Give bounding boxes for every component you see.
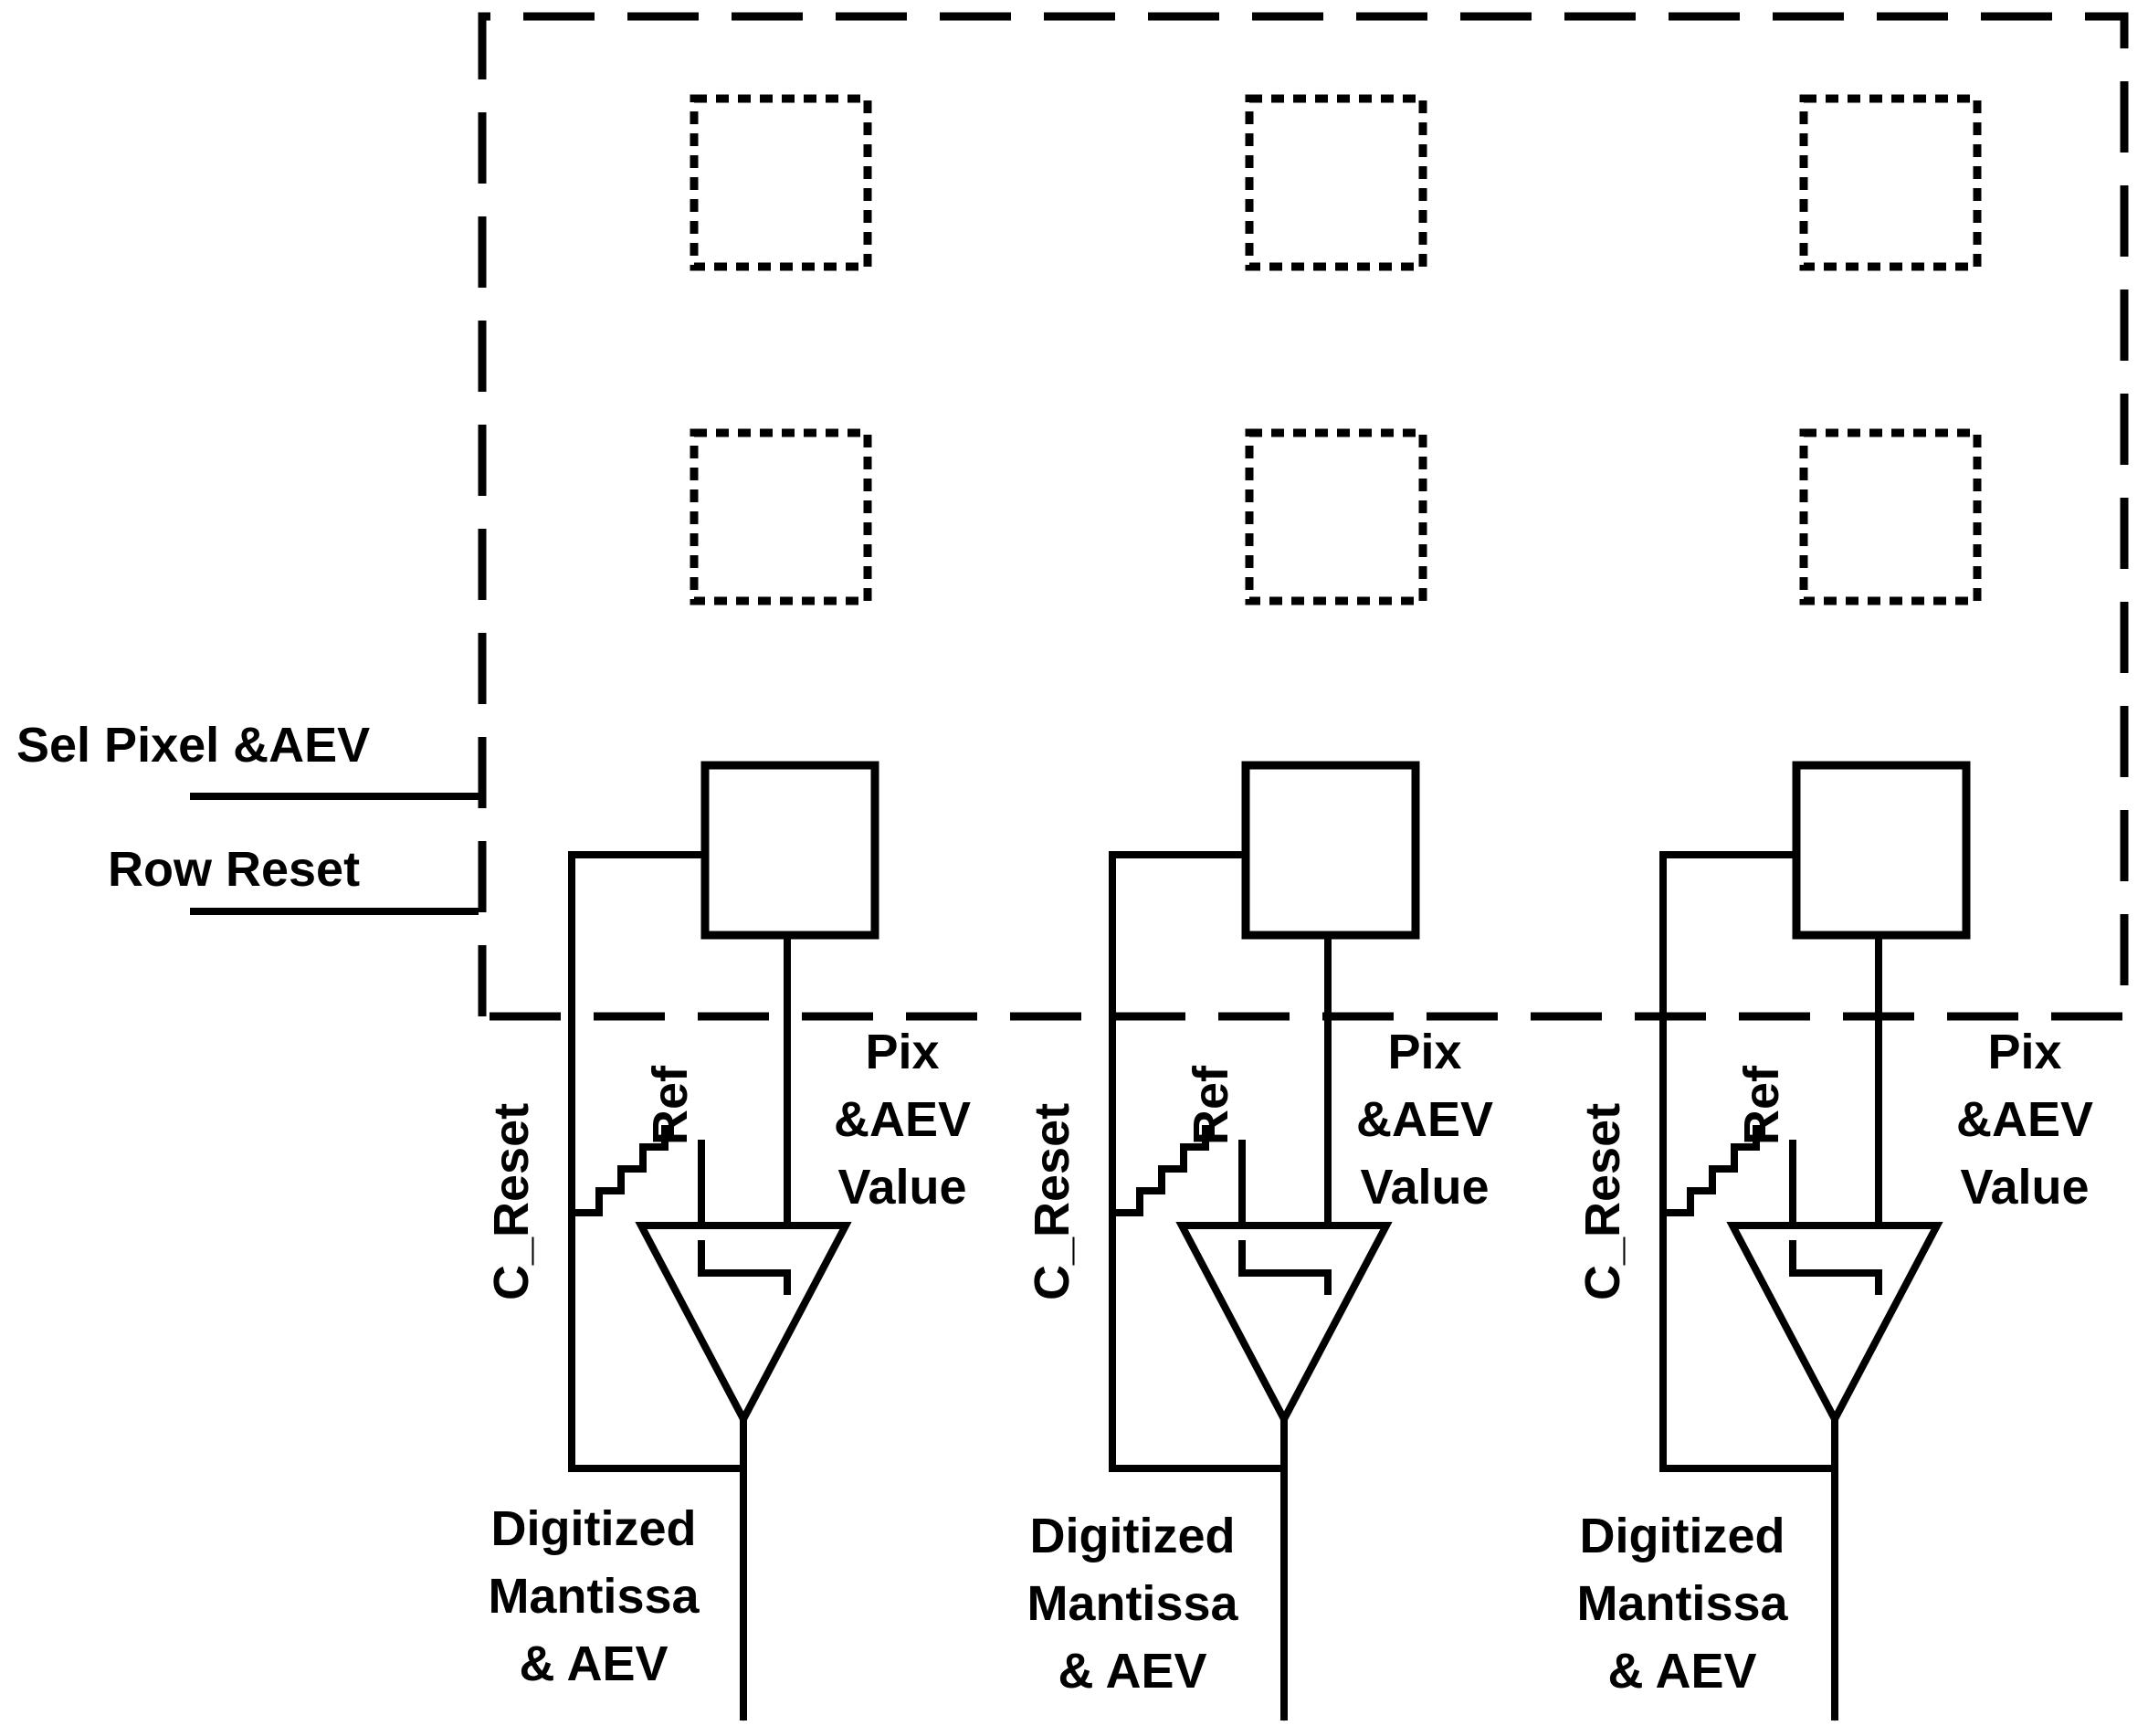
inactive-pixel-grid xyxy=(690,94,1982,605)
pix-value-line-1: Pix xyxy=(865,1025,939,1079)
ref-label: Ref xyxy=(1734,1065,1789,1145)
output-line-1: Digitized xyxy=(1030,1509,1236,1563)
pix-value-line-1: Pix xyxy=(1987,1025,2061,1079)
pixel-placeholder xyxy=(1245,94,1427,271)
pix-value-line-1: Pix xyxy=(1387,1025,1461,1079)
pix-value-line-2: &AEV xyxy=(834,1092,971,1147)
c-reset-label: C_Reset xyxy=(1025,1103,1079,1300)
ref-label: Ref xyxy=(1184,1065,1238,1145)
pix-value-line-3: Value xyxy=(1360,1160,1489,1215)
active-pixel xyxy=(700,761,879,940)
column-readout-2: C_Reset Ref Pix &AEV Value Digitized Man… xyxy=(1025,761,1493,1721)
pix-value-line-3: Value xyxy=(1960,1160,2089,1215)
pixel-placeholder xyxy=(1799,94,1982,271)
active-pixel xyxy=(1792,761,1971,940)
ramp-staircase xyxy=(1663,1125,1760,1216)
ramp-staircase xyxy=(1112,1125,1209,1216)
pixel-placeholder xyxy=(1245,428,1427,605)
active-pixel xyxy=(1241,761,1420,940)
output-line-2: Mantissa xyxy=(488,1569,700,1624)
ramp-staircase xyxy=(572,1125,669,1216)
row-reset-label: Row Reset xyxy=(108,842,360,897)
c-reset-label: C_Reset xyxy=(484,1103,539,1300)
output-line-3: & AEV xyxy=(1058,1644,1206,1699)
pixel-placeholder xyxy=(690,94,872,271)
comparator-symbol xyxy=(1789,1240,1882,1295)
pixel-array-boundary xyxy=(478,12,2129,1021)
output-line-2: Mantissa xyxy=(1576,1576,1788,1631)
comparator xyxy=(1726,1222,1943,1427)
pix-value-line-2: &AEV xyxy=(1356,1092,1493,1147)
output-line-3: & AEV xyxy=(519,1636,668,1691)
comparator xyxy=(1175,1222,1393,1427)
comparator-symbol xyxy=(1238,1240,1332,1295)
pix-value-line-3: Value xyxy=(837,1160,966,1215)
ref-label: Ref xyxy=(643,1065,698,1145)
column-readout-3: C_Reset Ref Pix &AEV Value Digitized Man… xyxy=(1575,761,2093,1721)
pixel-placeholder xyxy=(1799,428,1982,605)
output-line-2: Mantissa xyxy=(1027,1576,1238,1631)
pixel-placeholder xyxy=(690,428,872,605)
c-reset-label: C_Reset xyxy=(1575,1103,1630,1300)
comparator-symbol xyxy=(698,1240,791,1295)
output-line-3: & AEV xyxy=(1607,1644,1756,1699)
output-line-1: Digitized xyxy=(491,1501,697,1556)
comparator xyxy=(635,1222,852,1427)
output-line-1: Digitized xyxy=(1580,1509,1785,1563)
sel-pixel-label: Sel Pixel &AEV xyxy=(16,718,370,773)
column-readout-1: C_Reset Ref Pix &AEV Value Digitized Man… xyxy=(484,761,971,1721)
pix-value-line-2: &AEV xyxy=(1956,1092,2093,1147)
